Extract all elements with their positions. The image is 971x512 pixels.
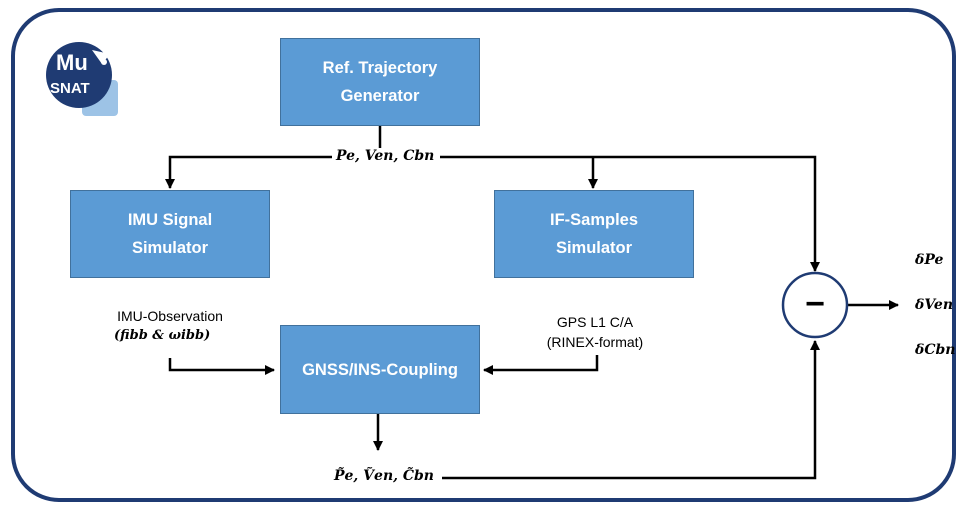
imu-to-coupling-arrow: [168, 358, 275, 375]
subtract-operator: −: [805, 285, 825, 323]
ref-trajectory-generator: Ref. Trajectory Generator: [280, 38, 480, 126]
gnss-ins-coupling: GNSS/INS-Coupling: [280, 325, 480, 414]
logo-mu: Mu: [56, 50, 88, 75]
subtract-node: [781, 271, 849, 339]
estimate-to-subtract-arrow: [442, 340, 820, 480]
imu-signal-simulator: IMU Signal Simulator: [70, 190, 270, 278]
error-position: δPe: [915, 252, 944, 268]
gps-label: GPS L1 C/A (RINEX-format): [546, 314, 644, 350]
musnat-logo: Mu SNAT: [44, 40, 124, 120]
ref-to-imu-arrow: [165, 155, 332, 189]
error-velocity: δVen: [915, 297, 954, 313]
error-attitude: δCbn: [915, 342, 956, 358]
ref-to-subtract-arrow: [440, 155, 820, 272]
imu-observation-label: IMU-Observation: [117, 308, 223, 324]
diagram-frame: [11, 8, 956, 502]
gps-to-coupling-arrow: [483, 355, 599, 375]
estimated-output-label: P̃e, Ṽen, C̃bn: [334, 468, 434, 484]
logo-snat: SNAT: [50, 80, 90, 97]
imu-terms-label: (fibb & ωibb): [114, 328, 211, 343]
if-samples-simulator: IF-Samples Simulator: [494, 190, 694, 278]
ref-output-label: Pe, Ven, Cbn: [336, 148, 435, 164]
